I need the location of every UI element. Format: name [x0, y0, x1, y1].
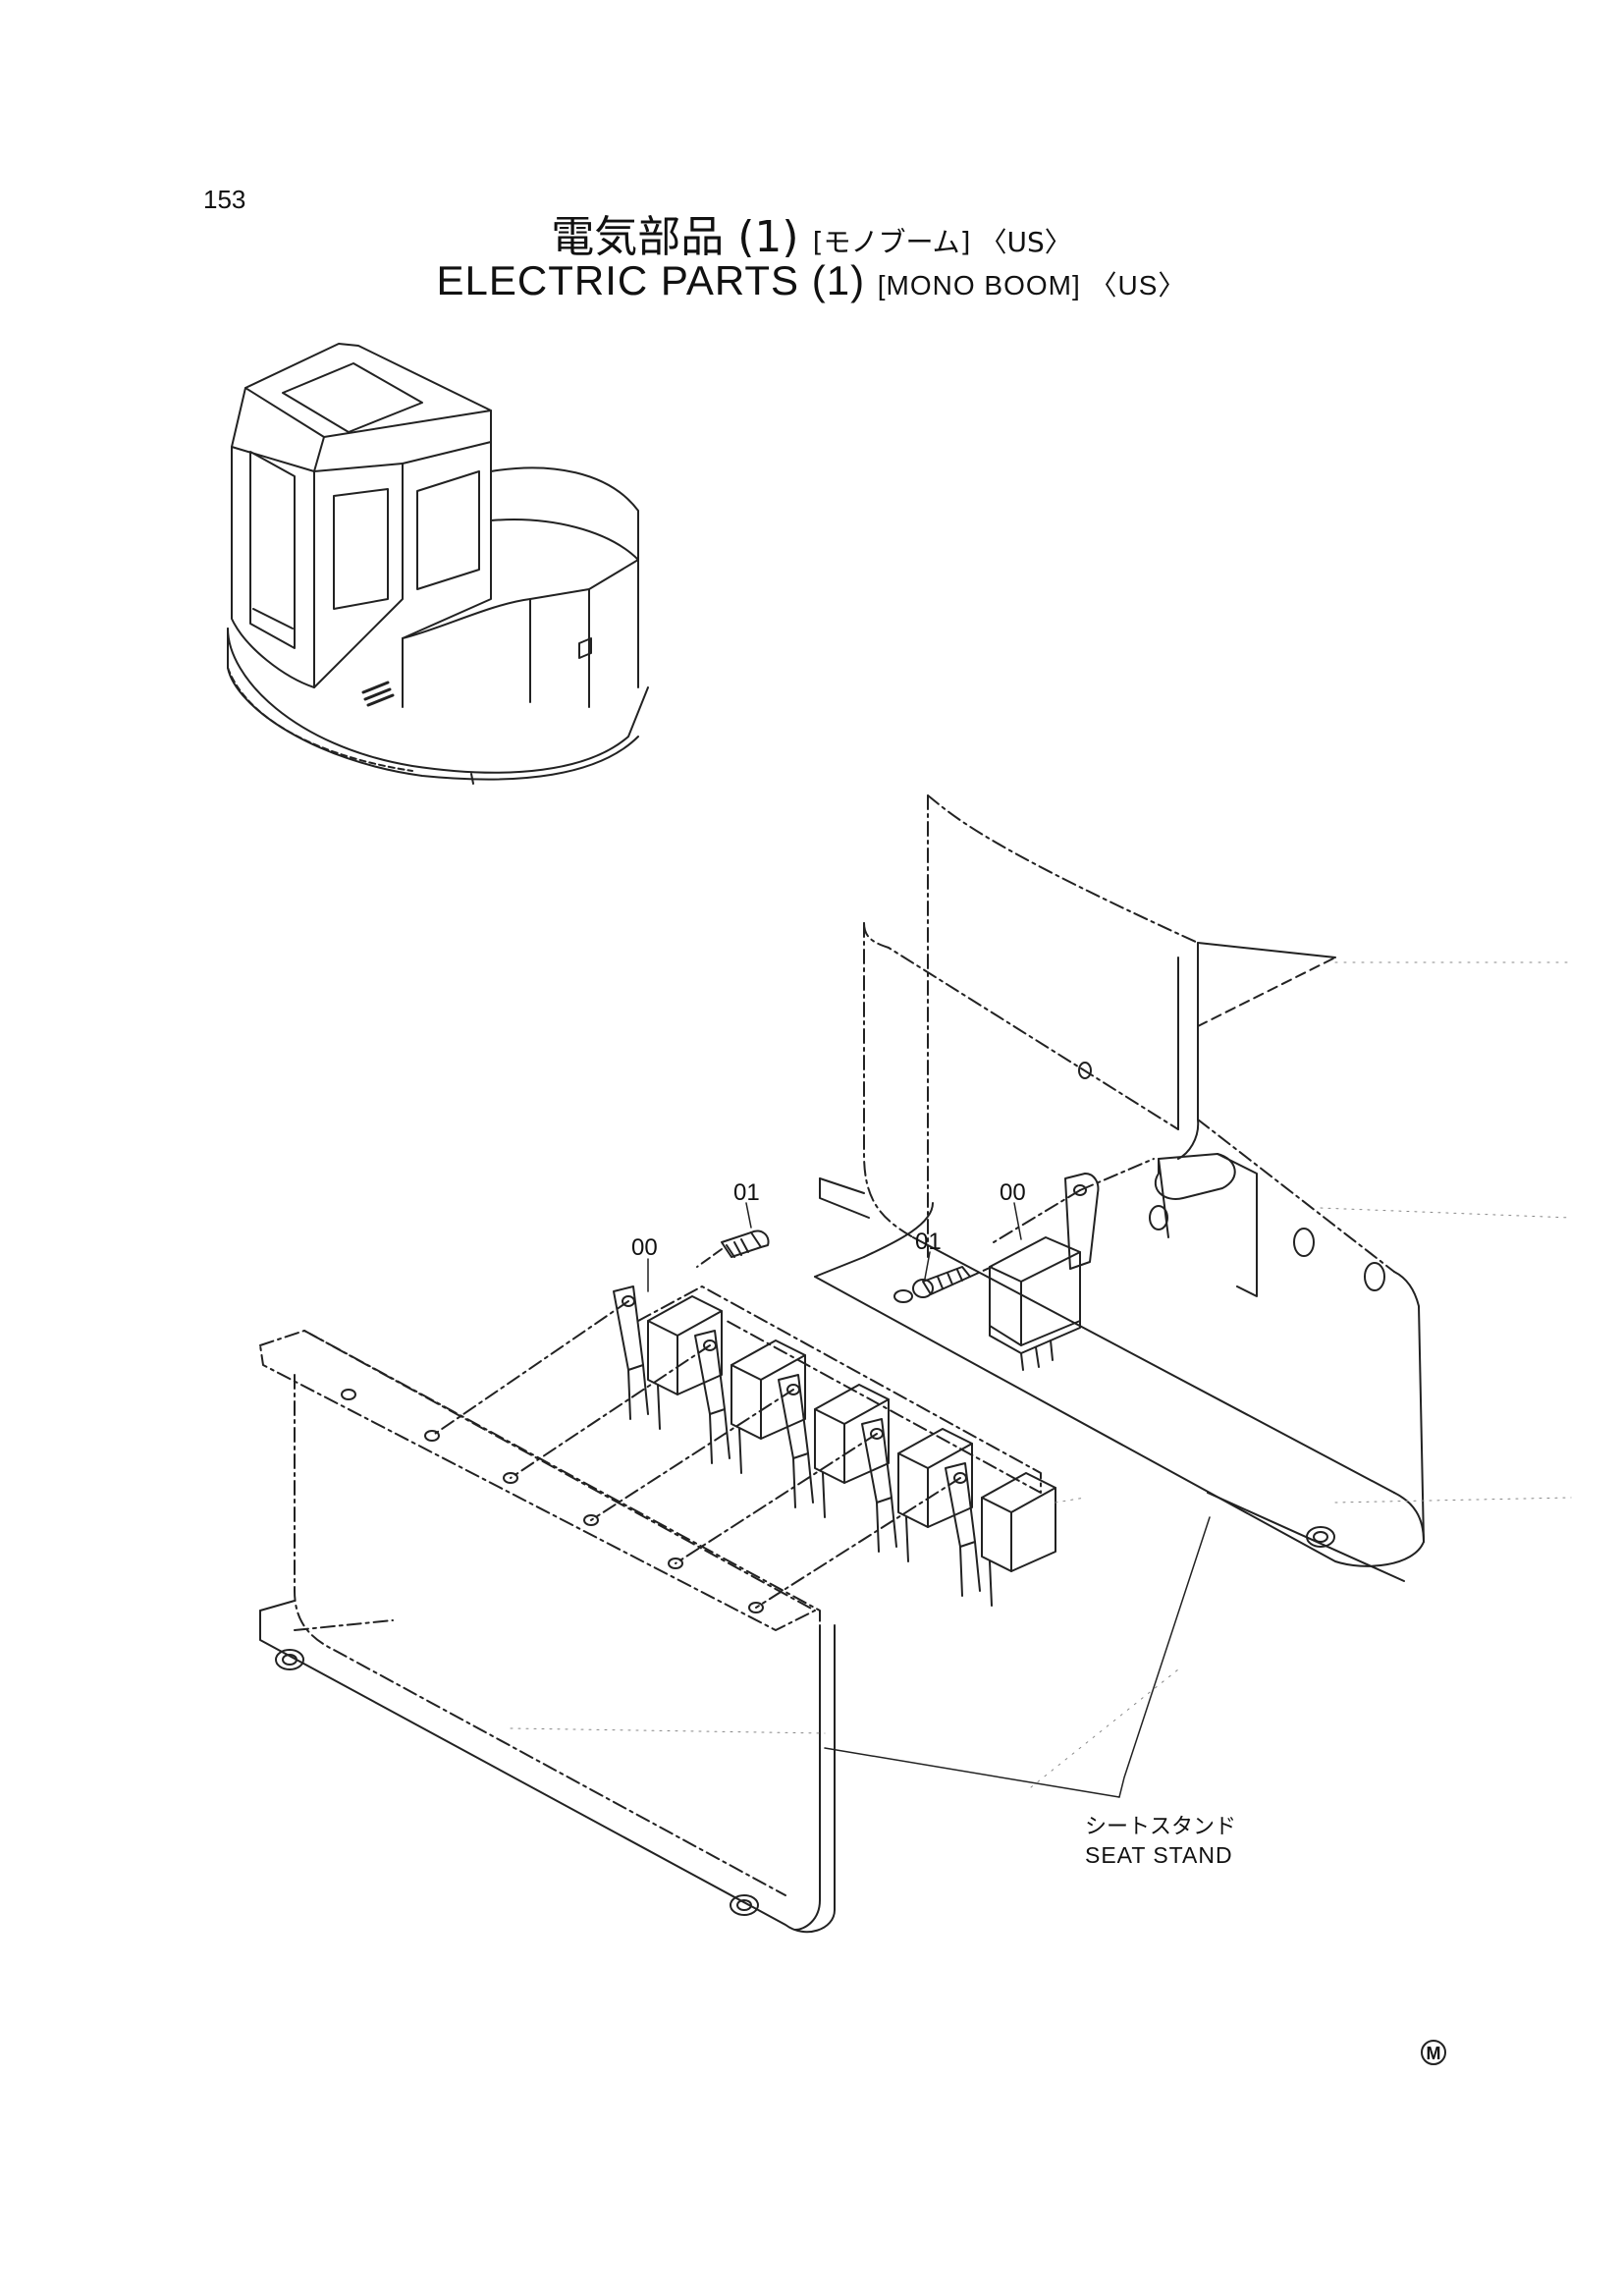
title-jp-main: 電気部品 (1) — [551, 212, 799, 262]
title-en-sub: [MONO BOOM] 〈US〉 — [877, 270, 1187, 301]
callout-relay-left: 00 — [631, 1234, 658, 1261]
title-en-main: ELECTRIC PARTS (1) — [436, 257, 866, 303]
relay-4 — [861, 1418, 973, 1562]
corner-mark-letter: M — [1427, 2044, 1441, 2063]
corner-mark-circle — [1421, 2040, 1446, 2065]
relay-5 — [945, 1462, 1056, 1607]
callout-relay-right: 00 — [1000, 1179, 1026, 1206]
title-japanese: 電気部品 (1) [モノブーム] 〈US〉 — [0, 201, 1623, 264]
callout-leader-lines — [647, 1202, 1211, 1798]
seat-stand-left-bracket — [259, 1330, 836, 1934]
machine-overview-illustration — [227, 343, 649, 785]
title-jp-sub: [モノブーム] 〈US〉 — [812, 226, 1072, 258]
relay-right — [989, 1158, 1155, 1371]
seat-stand-label-en: SEAT STAND — [1085, 1842, 1233, 1868]
screw-right — [912, 1266, 993, 1298]
callout-screw-left: 01 — [733, 1179, 760, 1206]
title-english: ELECTRIC PARTS (1) [MONO BOOM] 〈US〉 — [0, 257, 1623, 304]
seat-stand-label-jp: シートスタンド — [1085, 1815, 1236, 1839]
seat-stand-right-bracket — [814, 794, 1572, 1582]
relay-2 — [694, 1330, 806, 1474]
relay-1 — [613, 1285, 723, 1430]
relay-row-left — [431, 1285, 1086, 1609]
callout-screw-right: 01 — [915, 1229, 942, 1255]
page-number: 153 — [203, 185, 246, 214]
relay-3 — [778, 1374, 890, 1518]
screw-left — [696, 1230, 770, 1268]
